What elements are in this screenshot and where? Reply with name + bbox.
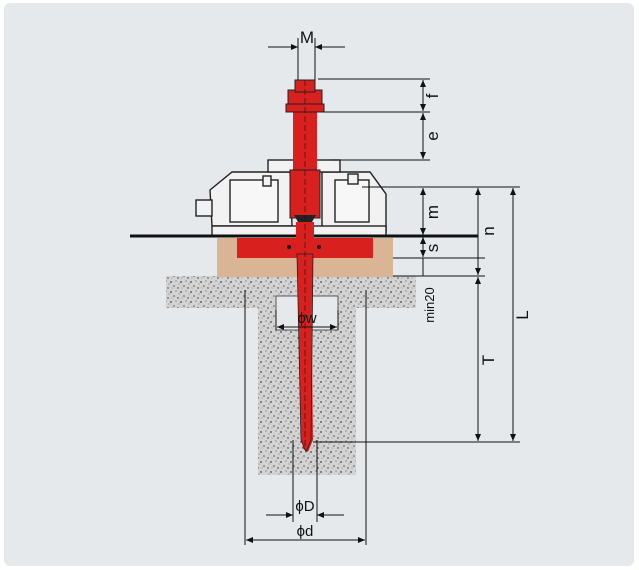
label-phi-d: ϕd bbox=[297, 523, 314, 540]
anchor-bolt-icon bbox=[285, 79, 325, 454]
label-L: L bbox=[513, 310, 532, 319]
label-n: n bbox=[479, 226, 498, 235]
label-phi-D: ϕD bbox=[295, 498, 314, 515]
label-m: m bbox=[423, 205, 442, 219]
label-M: M bbox=[300, 28, 314, 47]
label-e: e bbox=[423, 131, 442, 140]
label-T: T bbox=[479, 355, 498, 365]
dimension-lines bbox=[244, 38, 520, 545]
label-f: f bbox=[423, 93, 442, 98]
concrete-foundation-icon bbox=[166, 276, 416, 475]
label-phi-w: ϕw bbox=[297, 310, 316, 327]
label-s: s bbox=[423, 244, 442, 253]
label-min20: min20 bbox=[422, 287, 437, 322]
